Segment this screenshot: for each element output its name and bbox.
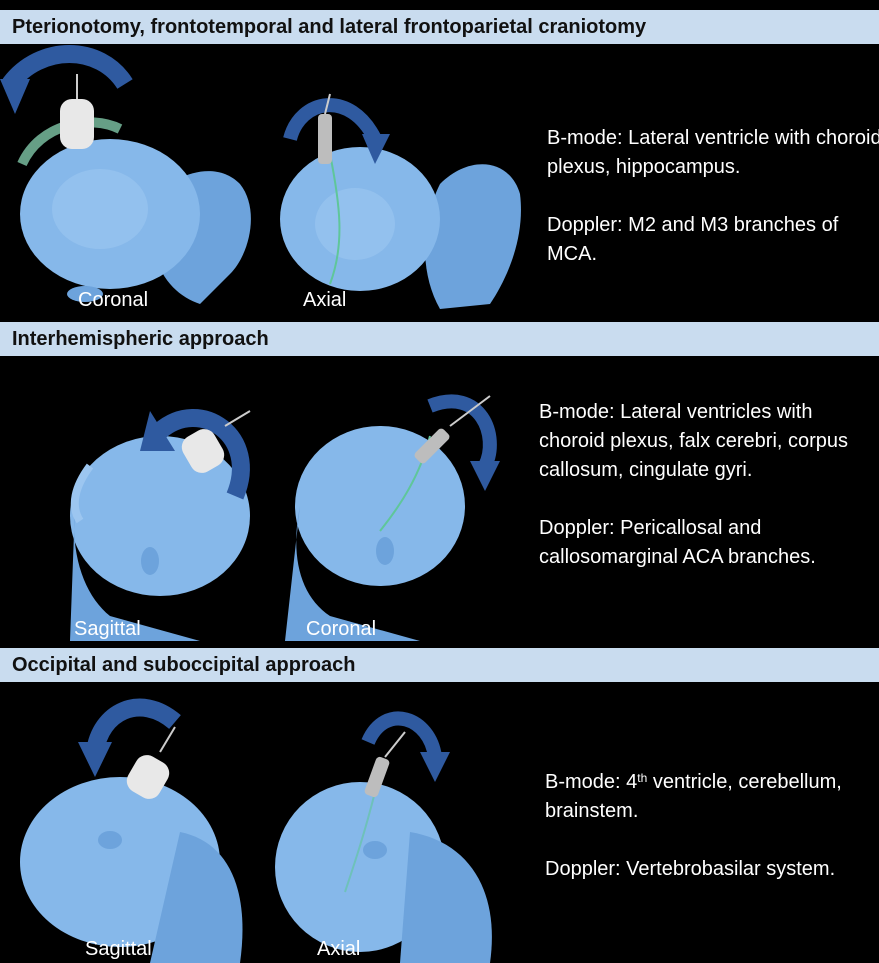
bmode-text: B-mode: Lateral ventricles with choroid … — [539, 398, 879, 485]
head-model-icon — [20, 777, 243, 963]
ordinal-suffix: th — [637, 771, 647, 785]
bmode-text: B-mode: Lateral ventricle with choroid p… — [547, 124, 879, 182]
description: B-mode: Lateral ventricle with choroid p… — [547, 124, 879, 269]
description: B-mode: Lateral ventricles with choroid … — [539, 398, 879, 572]
doppler-text: Doppler: Pericallosal and callosomargina… — [539, 514, 879, 572]
section-title: Interhemispheric approach — [0, 322, 879, 356]
view-label: Axial — [303, 289, 346, 312]
bmode-prefix: B-mode: 4 — [545, 771, 637, 793]
head-model-icon — [70, 436, 250, 641]
illustration-panel: Coronal Axial B-mode: Lateral ventricle … — [0, 44, 879, 320]
section-interhemispheric: Interhemispheric approach — [0, 322, 879, 646]
ultrasound-probe-icon — [60, 74, 94, 149]
view-label: Sagittal — [85, 938, 152, 961]
view-label: Axial — [317, 938, 360, 961]
illustration — [0, 44, 540, 320]
view-label: Coronal — [78, 289, 148, 312]
illustration — [0, 682, 540, 963]
illustration-panel: Sagittal Axial B-mode: 4th ventricle, ce… — [0, 682, 879, 963]
bmode-text: B-mode: 4th ventricle, cerebellum, brain… — [545, 768, 879, 826]
view-label: Sagittal — [74, 618, 141, 641]
head-model-icon — [280, 147, 521, 309]
head-model-icon — [275, 782, 492, 963]
doppler-text: Doppler: Vertebrobasilar system. — [545, 855, 879, 884]
illustration — [0, 356, 540, 646]
section-occipital: Occipital and suboccipital approach — [0, 648, 879, 963]
illustration-panel: Sagittal Coronal B-mode: Lateral ventric… — [0, 356, 879, 646]
section-title: Pterionotomy, frontotemporal and lateral… — [0, 10, 879, 44]
section-pterional: Pterionotomy, frontotemporal and lateral… — [0, 10, 879, 320]
description: B-mode: 4th ventricle, cerebellum, brain… — [545, 768, 879, 884]
view-label: Coronal — [306, 618, 376, 641]
doppler-text: Doppler: M2 and M3 branches of MCA. — [547, 211, 879, 269]
head-model-icon — [285, 426, 465, 641]
head-model-icon — [20, 122, 251, 304]
section-title: Occipital and suboccipital approach — [0, 648, 879, 682]
